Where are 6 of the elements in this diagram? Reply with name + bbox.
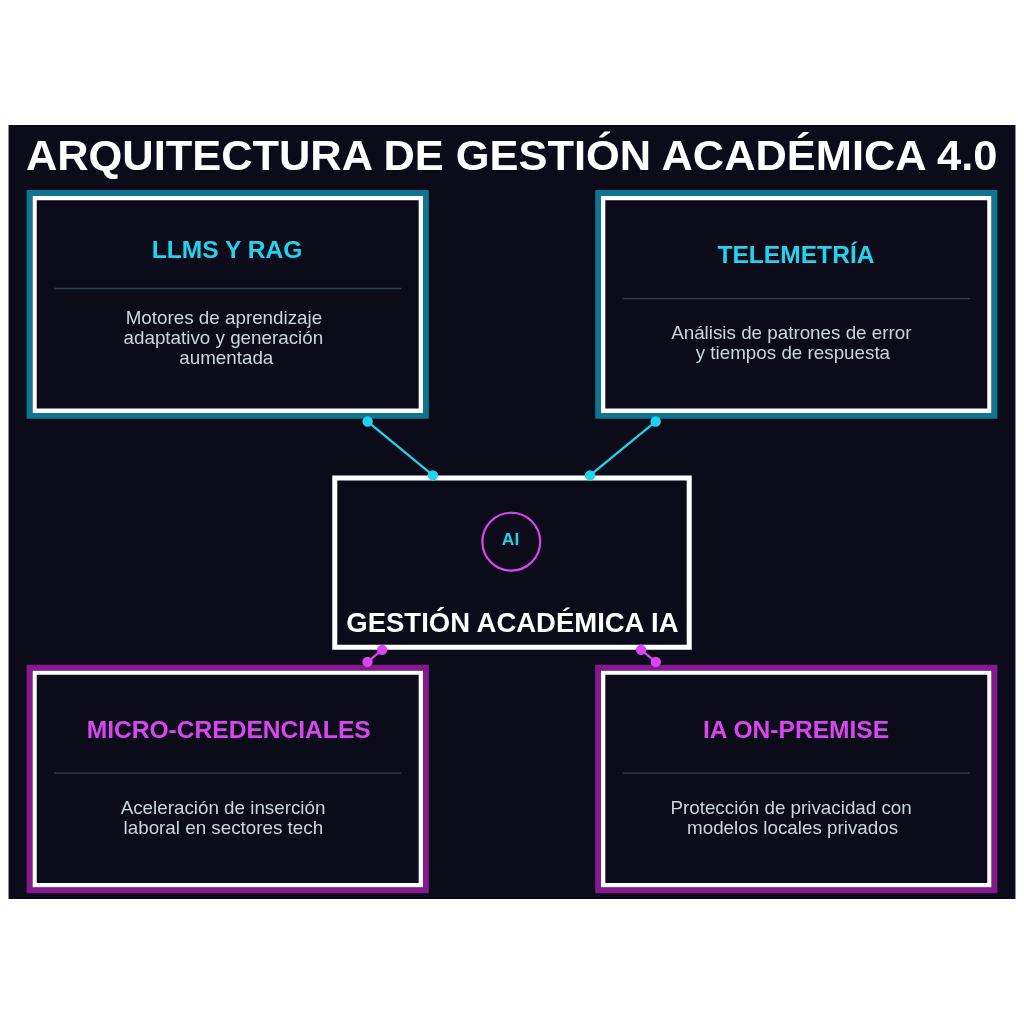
connector [584, 416, 661, 481]
diagram-title: ARQUITECTURA DE GESTIÓN ACADÉMICA 4.0 [25, 130, 998, 179]
node-circle: AI [481, 511, 542, 572]
connector [362, 416, 439, 481]
connector [362, 644, 388, 668]
connector [635, 644, 661, 668]
